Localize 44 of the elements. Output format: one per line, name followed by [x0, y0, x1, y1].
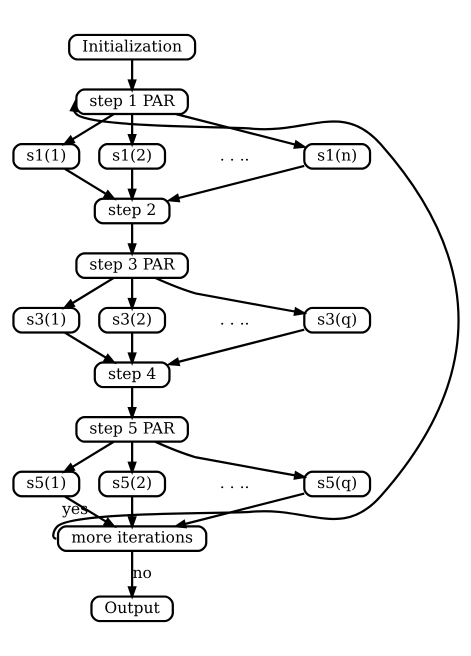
node-box: s3(2): [98, 306, 166, 334]
node-box: Initialization: [68, 34, 196, 61]
edge-label: no: [132, 564, 152, 582]
node-box: step 1 PAR: [74, 88, 188, 116]
arrow: [126, 388, 136, 420]
node-box: step 3 PAR: [74, 252, 188, 279]
node-box: step 5 PAR: [74, 416, 188, 443]
arrow: [172, 492, 304, 528]
arrow: [154, 276, 307, 316]
arrow: [61, 113, 114, 146]
arrow: [126, 114, 136, 148]
edge-label: yes: [62, 500, 88, 518]
node-box: s3(q): [302, 306, 371, 334]
arrow: [126, 332, 136, 366]
arrow: [126, 442, 136, 476]
node-box: more iterations: [56, 525, 207, 552]
node-box: s1(n): [302, 143, 371, 170]
arrow: [64, 168, 116, 200]
arrow: [175, 113, 307, 149]
node-box: s3(1): [12, 306, 80, 334]
arrow: [61, 440, 114, 474]
arrow: [64, 496, 116, 528]
node-box: s1(2): [98, 143, 166, 170]
node-box: step 4: [93, 361, 170, 388]
label: . . ..: [219, 310, 250, 328]
arrow: [126, 278, 136, 312]
arrow: [154, 440, 307, 480]
arrow: [126, 496, 136, 530]
arrow: [61, 277, 114, 310]
node-box: step 2: [93, 198, 170, 224]
arrow: [126, 550, 136, 600]
arrow: [126, 60, 136, 93]
node-box: s5(q): [302, 470, 371, 498]
node-box: s1(1): [12, 143, 80, 170]
node-box: s5(1): [12, 470, 80, 498]
arrow: [126, 224, 136, 257]
label: . . ..: [219, 146, 250, 165]
node-box: Output: [90, 595, 174, 622]
arrow: [166, 328, 304, 366]
node-box: s5(2): [98, 470, 166, 498]
arrow: [166, 164, 304, 202]
arrow: [64, 332, 116, 364]
label: . . ..: [219, 474, 250, 492]
arrow: [126, 169, 136, 202]
